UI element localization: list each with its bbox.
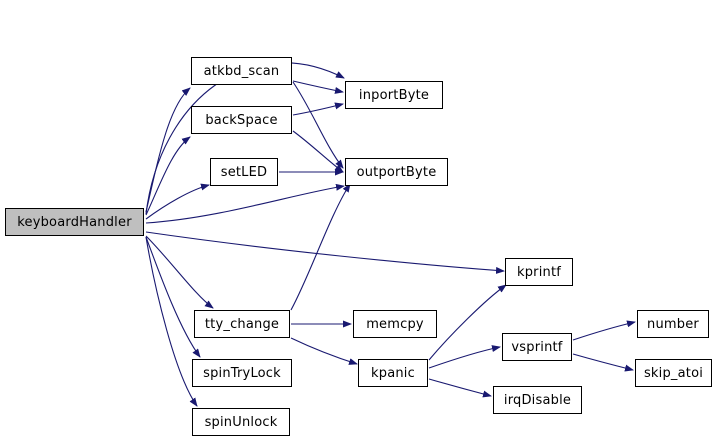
graph-node-skip_atoi[interactable]: skip_atoi: [635, 359, 712, 387]
graph-node-label: inportByte: [358, 87, 430, 103]
graph-edge-tty_change-to-outportByte: [290, 183, 351, 311]
graph-edge-kpanic-to-irqDisable: [428, 378, 492, 398]
graph-edge-keyboardHandler-to-spinTryLock: [145, 236, 201, 358]
graph-node-label: kpanic: [371, 365, 415, 381]
graph-edge-keyboardHandler-to-spinUnlock: [145, 236, 198, 407]
graph-edge-backSpace-to-outportByte: [292, 130, 344, 173]
graph-node-spinUnlock[interactable]: spinUnlock: [192, 408, 290, 436]
graph-edge-vsprintf-to-number: [572, 320, 636, 341]
graph-node-keyboardHandler[interactable]: keyboardHandler: [5, 208, 144, 236]
graph-node-label: skip_atoi: [643, 365, 704, 381]
graph-node-setLED[interactable]: setLED: [210, 158, 278, 186]
graph-edge-keyboardHandler-to-setLED: [145, 183, 210, 220]
graph-edge-keyboardHandler-to-tty_change: [145, 235, 214, 309]
graph-node-kprintf[interactable]: kprintf: [505, 258, 573, 286]
graph-node-vsprintf[interactable]: vsprintf: [502, 333, 572, 361]
graph-node-label: atkbd_scan: [203, 63, 280, 79]
graph-node-label: keyboardHandler: [17, 214, 132, 230]
graph-node-label: backSpace: [205, 112, 278, 128]
graph-node-memcpy[interactable]: memcpy: [353, 310, 437, 338]
graph-node-irqDisable[interactable]: irqDisable: [493, 386, 582, 414]
graph-edges: [145, 62, 636, 407]
graph-edge-keyboardHandler-to-atkbd_scan: [145, 87, 191, 213]
graph-node-backSpace[interactable]: backSpace: [191, 106, 292, 134]
graph-node-number[interactable]: number: [637, 310, 709, 338]
graph-node-label: spinTryLock: [203, 365, 281, 381]
graph-node-label: irqDisable: [503, 392, 572, 408]
graph-node-spinTryLock[interactable]: spinTryLock: [192, 359, 292, 387]
graph-node-outportByte[interactable]: outportByte: [345, 158, 448, 186]
graph-edge-vsprintf-to-skip_atoi: [572, 353, 634, 372]
graph-edge-backSpace-to-inportByte: [292, 102, 344, 116]
graph-node-label: memcpy: [366, 316, 424, 332]
graph-edge-keyboardHandler-to-backSpace: [145, 136, 191, 216]
graph-node-tty_change[interactable]: tty_change: [194, 310, 290, 338]
graph-node-label: spinUnlock: [204, 414, 278, 430]
graph-edge-atkbd_scan-to-inportByte: [292, 80, 344, 94]
graph-edge-kpanic-to-kprintf: [428, 284, 507, 361]
graph-node-atkbd_scan[interactable]: atkbd_scan: [191, 57, 292, 85]
graph-node-label: vsprintf: [511, 339, 563, 355]
graph-node-label: outportByte: [356, 164, 437, 180]
graph-node-label: tty_change: [204, 316, 280, 332]
graph-edge-keyboardHandler-to-outportByte: [145, 183, 345, 224]
graph-node-label: setLED: [220, 164, 268, 180]
graph-node-label: kprintf: [516, 264, 562, 280]
graph-edge-atkbd_scan-to-outportByte: [292, 81, 344, 169]
graph-edge-kpanic-to-vsprintf: [428, 345, 501, 369]
graph-edge-tty_change-to-kpanic: [290, 337, 358, 365]
graph-edge-keyboardHandler-to-kprintf: [145, 231, 505, 274]
graph-node-inportByte[interactable]: inportByte: [345, 81, 443, 109]
graph-node-label: number: [647, 316, 699, 332]
graph-node-kpanic[interactable]: kpanic: [358, 359, 428, 387]
